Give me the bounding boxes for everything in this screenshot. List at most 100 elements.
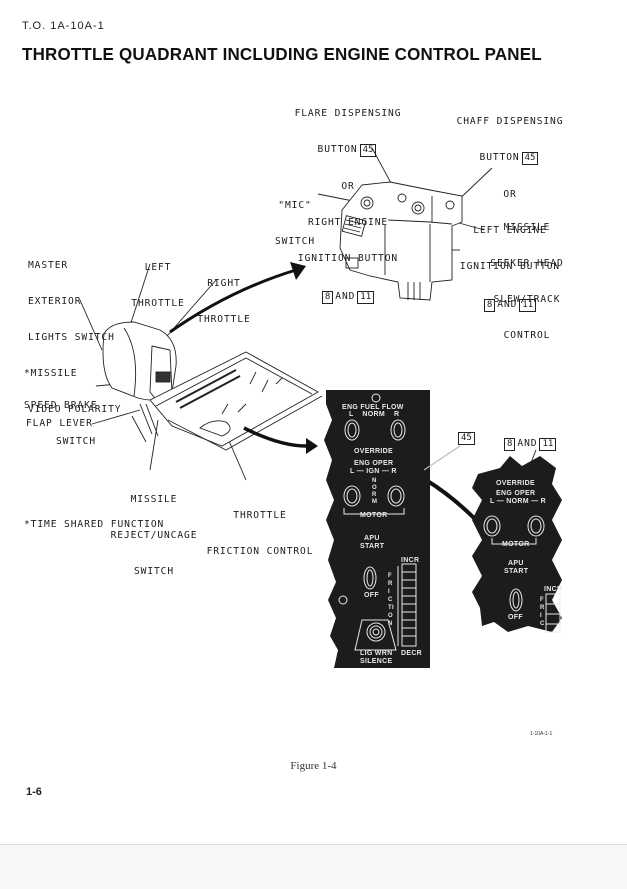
inset-label-motor: MOTOR bbox=[502, 541, 530, 548]
callout-text: THROTTLE bbox=[197, 314, 251, 325]
label-override: OVERRIDE bbox=[354, 448, 393, 455]
page-edge-rule bbox=[0, 844, 627, 845]
arrow-head-grip bbox=[290, 262, 306, 280]
friction-wheel bbox=[401, 563, 417, 647]
grip-outline bbox=[339, 181, 463, 301]
callout-text: THROTTLE bbox=[233, 510, 287, 521]
callout-text: *MISSILE bbox=[24, 368, 78, 379]
callout-text: OR bbox=[341, 181, 355, 192]
callout-text: IGNITION BUTTON bbox=[459, 261, 561, 272]
label-ign-row: L — IGN — R bbox=[350, 468, 397, 475]
leader-master bbox=[79, 299, 103, 351]
callout-text: BUTTON bbox=[317, 144, 358, 155]
callout-text: AND bbox=[517, 438, 538, 449]
callout-text: RIGHT bbox=[207, 278, 241, 289]
ref-box: 8 bbox=[504, 438, 516, 451]
callout-text: SPEED BRAKE bbox=[24, 400, 98, 411]
eng-oper-left-switch bbox=[343, 485, 361, 507]
callout-text: RIGHT ENGINE bbox=[307, 217, 389, 228]
label-lig-wrn: LIG WRN bbox=[360, 650, 393, 657]
label-eng-oper: ENG OPER bbox=[354, 460, 394, 467]
callout-text: SEEKER HEAD bbox=[490, 258, 564, 269]
leader-right-throttle bbox=[159, 279, 217, 345]
callout-text: SWITCH bbox=[133, 566, 175, 577]
label-decr: DECR bbox=[401, 650, 423, 657]
document-id: T.O. 1A-10A-1 bbox=[22, 20, 105, 32]
inset-left-switch bbox=[483, 515, 501, 537]
callout-master-exterior-lights: MASTER EXTERIOR LIGHTS SWITCH *MISSILE V… bbox=[24, 236, 121, 428]
ref-box: 45 bbox=[521, 152, 539, 165]
eng-oper-right-switch bbox=[387, 485, 405, 507]
callout-text: "MIC" bbox=[278, 200, 312, 211]
label-friction-vertical: FRICTION bbox=[388, 573, 394, 627]
callout-right-throttle: RIGHT THROTTLE bbox=[190, 254, 258, 338]
inset-label-eng-oper: ENG OPER bbox=[496, 490, 536, 497]
callout-text: LIGHTS SWITCH bbox=[28, 332, 115, 343]
panel-ref: 45 bbox=[456, 432, 477, 445]
callout-seeker-head: MISSILE SEEKER HEAD SLEW/TRACK CONTROL bbox=[486, 198, 568, 354]
callout-mic-switch: "MIC" SWITCH bbox=[270, 176, 320, 260]
callout-text: SLEW/TRACK bbox=[493, 294, 561, 305]
callout-text: LEFT ENGINE bbox=[473, 225, 547, 236]
callout-text: OR bbox=[503, 189, 517, 200]
label-apu: APU bbox=[364, 535, 380, 542]
ref-box: 8 bbox=[321, 291, 334, 304]
leader-flap bbox=[91, 409, 141, 425]
fuel-flow-left-switch bbox=[344, 419, 360, 441]
callout-text: FRICTION CONTROL bbox=[206, 546, 314, 557]
fuel-flow-right-switch bbox=[390, 419, 406, 441]
label-motor: MOTOR bbox=[360, 512, 388, 519]
label-eng-fuel-flow: ENG FUEL FLOW bbox=[342, 404, 404, 411]
callout-text: LEFT bbox=[144, 262, 172, 273]
page-title: THROTTLE QUADRANT INCLUDING ENGINE CONTR… bbox=[22, 44, 542, 64]
scan-margin bbox=[0, 845, 627, 889]
callout-text: SWITCH bbox=[55, 436, 96, 447]
footnote: *TIME SHARED FUNCTION bbox=[24, 519, 165, 530]
inset-label-override: OVERRIDE bbox=[496, 480, 535, 487]
inset-label-off: OFF bbox=[508, 614, 523, 621]
callout-text: MASTER bbox=[28, 260, 69, 271]
callout-text: AND bbox=[497, 299, 518, 310]
arrow-to-grip bbox=[169, 268, 297, 334]
ref-box: 11 bbox=[357, 291, 375, 304]
arrow-head-panel bbox=[306, 438, 318, 454]
arrow-to-panel bbox=[243, 426, 307, 448]
callout-text: REJECT/UNCAGE bbox=[110, 530, 198, 541]
arrow-to-inset bbox=[424, 478, 478, 522]
inset-label-start: START bbox=[504, 568, 529, 575]
callout-text: VIDEO POLARITY bbox=[28, 404, 122, 415]
callout-text: IGNITION BUTTON bbox=[297, 253, 399, 264]
ref-box: 45 bbox=[359, 144, 377, 157]
callout-missile-reject: MISSILE REJECT/UNCAGE SWITCH bbox=[96, 470, 212, 590]
callout-text: BUTTON bbox=[479, 152, 520, 163]
ref-box: 45 bbox=[458, 432, 475, 445]
inset-label-incr: INCR bbox=[544, 586, 563, 593]
leader-reject bbox=[149, 419, 159, 471]
ref-box: 11 bbox=[519, 299, 537, 312]
callout-text: CHAFF DISPENSING bbox=[456, 116, 564, 127]
callout-text: THROTTLE bbox=[131, 298, 185, 309]
figure-caption: Figure 1-4 bbox=[290, 760, 337, 772]
label-start: START bbox=[360, 543, 385, 550]
ref-box: 11 bbox=[539, 438, 557, 451]
quadrant-plate bbox=[149, 351, 319, 447]
callout-text: CONTROL bbox=[503, 330, 551, 341]
inset-right-switch bbox=[527, 515, 545, 537]
leader-panel-ref bbox=[423, 445, 461, 471]
label-norm-vertical: NORM bbox=[372, 478, 378, 505]
callout-left-throttle: LEFT THROTTLE bbox=[124, 238, 192, 322]
callout-text: SWITCH bbox=[274, 236, 316, 247]
callout-speed-brake: SPEED BRAKE SWITCH bbox=[24, 376, 98, 460]
callout-text: EXTERIOR bbox=[28, 296, 82, 307]
callout-text: AND bbox=[335, 291, 356, 302]
label-silence: SILENCE bbox=[360, 658, 393, 665]
lig-wrn-button-outline bbox=[354, 619, 397, 651]
label-off: OFF bbox=[364, 592, 379, 599]
label-incr: INCR bbox=[401, 557, 420, 564]
figure-id: 1-10A-1-1 bbox=[530, 731, 553, 737]
callout-text: MISSILE bbox=[130, 494, 178, 505]
